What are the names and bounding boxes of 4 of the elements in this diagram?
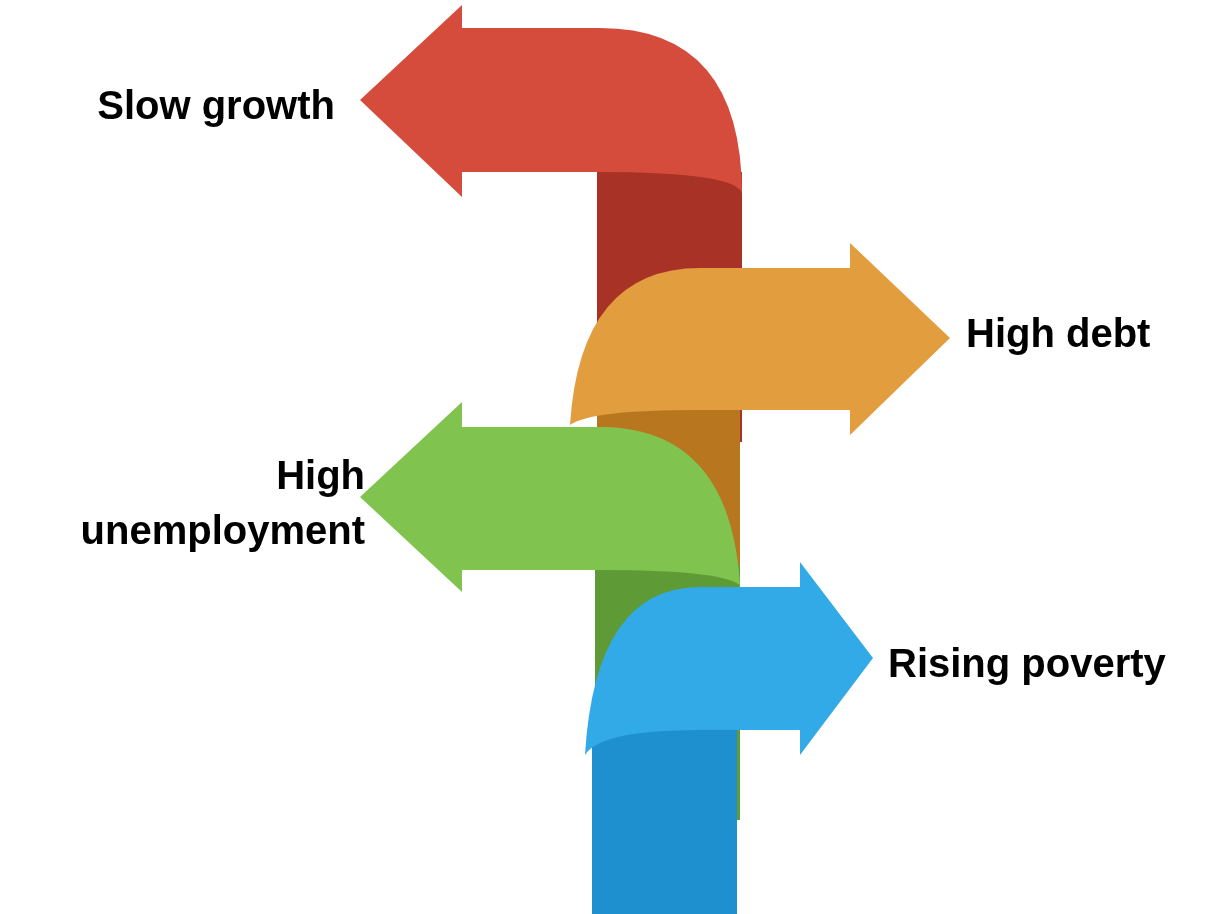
arrow-label: Rising poverty	[888, 640, 1167, 687]
arrow-label: High unemployment	[79, 452, 365, 554]
arrow-label: High debt	[966, 310, 1152, 357]
arrow-label: Slow growth	[96, 82, 335, 129]
